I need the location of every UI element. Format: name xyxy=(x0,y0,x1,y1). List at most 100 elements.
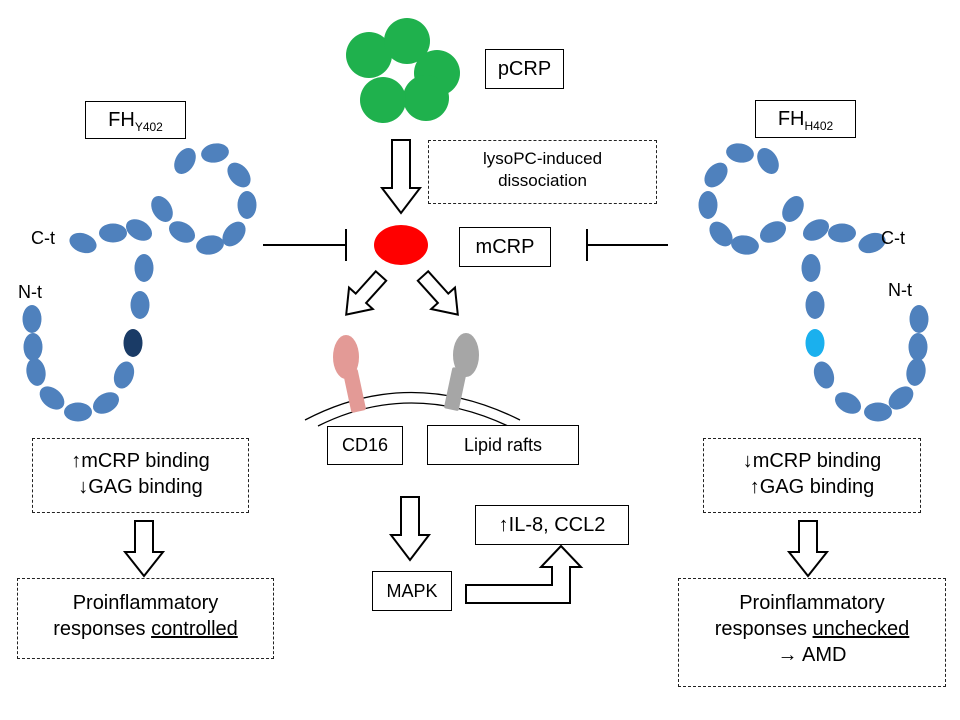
fh-y402-domain xyxy=(22,305,42,333)
right-outcome-line1: Proinflammatory xyxy=(739,592,885,614)
fh-y402-molecule xyxy=(22,143,257,422)
mcrp-monomer xyxy=(374,225,428,265)
fh-h402-domain xyxy=(731,235,759,255)
arrow-to-mapk xyxy=(388,496,432,562)
cd16-receptor xyxy=(333,335,366,413)
pcrp-subunit xyxy=(346,32,392,78)
right-outcome-prefix: responses xyxy=(714,618,813,640)
arrow-pcrp-to-mcrp xyxy=(379,139,423,215)
fh-y402-domain xyxy=(196,235,224,255)
pcrp-subunit xyxy=(403,75,449,121)
fh-h402-label-box: FHH402 xyxy=(755,100,856,138)
fh-h402-domain xyxy=(726,143,754,163)
left-outcome-line2: responses controlled xyxy=(18,616,273,642)
fh-y402-domain xyxy=(237,191,257,219)
fh-y402-subscript: Y402 xyxy=(134,120,163,134)
fh-y402-domain xyxy=(168,221,196,243)
fh-h402-domain xyxy=(908,333,928,361)
fh-h402-domain xyxy=(782,195,804,223)
fh-y402-domain xyxy=(227,162,251,188)
fh-y402-domain xyxy=(174,147,196,175)
left-binding-box: ↑mCRP binding ↓GAG binding xyxy=(32,438,249,513)
cd16-box: CD16 xyxy=(327,426,403,465)
arrow-right-outcome xyxy=(786,520,830,578)
dissociation-line2: dissociation xyxy=(498,171,587,191)
arrow-mapk-to-cytokines xyxy=(465,544,584,604)
lipid-rafts-label: Lipid rafts xyxy=(463,435,543,455)
fh-h402-domain xyxy=(698,191,718,219)
fh-h402-domain xyxy=(801,254,821,282)
left-c-terminus-label: C-t xyxy=(31,228,55,248)
fh-h402-domain xyxy=(834,392,862,414)
pcrp-pentamer xyxy=(346,18,460,123)
left-binding-line2: ↓GAG binding xyxy=(78,476,203,498)
pcrp-label-box: pCRP xyxy=(485,49,564,89)
right-outcome-line2: responses unchecked xyxy=(679,616,945,642)
fh-h402-domain xyxy=(759,221,787,243)
mcrp-label-box: mCRP xyxy=(459,227,551,267)
fh-y402-domain xyxy=(23,333,43,361)
fh-h402-domain xyxy=(906,358,926,386)
lipid-rafts-box: Lipid rafts xyxy=(427,425,579,465)
lipid-raft-receptor xyxy=(444,333,479,411)
right-c-terminus-label: C-t xyxy=(881,228,905,248)
mapk-label: MAPK xyxy=(386,581,438,601)
fh-h402-domain xyxy=(704,162,728,188)
fh-h402-domain xyxy=(909,305,929,333)
fh-y402-domain xyxy=(99,223,127,243)
cd16-label: CD16 xyxy=(341,435,389,455)
fh-y402-domain xyxy=(26,358,46,386)
left-binding-line1: ↑mCRP binding xyxy=(71,450,210,472)
right-binding-line1: ↓mCRP binding xyxy=(742,450,882,472)
fh-y402-domain xyxy=(151,195,173,223)
fh-h402-domain xyxy=(802,219,830,241)
fh-h402-domain xyxy=(709,221,733,247)
fh-h402-domain xyxy=(858,232,886,254)
left-n-terminus-label: N-t xyxy=(18,282,42,302)
fh-h402-domain xyxy=(864,402,892,422)
fh-h402-molecule xyxy=(698,143,929,422)
dissociation-line1: lysoPC-induced xyxy=(482,149,603,168)
fh-h402-subscript: H402 xyxy=(804,119,834,133)
fh-y402-domain xyxy=(125,219,153,241)
arrow-left-outcome xyxy=(122,520,166,578)
cytokines-box: ↑IL-8, CCL2 xyxy=(475,505,629,545)
right-outcome-box: Proinflammatory responses unchecked → AM… xyxy=(678,578,946,687)
fh-h402-domain xyxy=(888,386,914,410)
arrow-mcrp-to-cd16 xyxy=(345,269,388,316)
cytokines-label: ↑IL-8, CCL2 xyxy=(498,514,606,536)
fh-y402-domain xyxy=(222,221,246,247)
fh-y402-label-box: FHY402 xyxy=(85,101,186,139)
membrane-outer xyxy=(304,391,521,421)
fh-h402-domain xyxy=(813,361,835,389)
inhibition-right xyxy=(586,229,668,261)
left-outcome-box: Proinflammatory responses controlled xyxy=(17,578,274,659)
inhibition-left xyxy=(263,229,347,261)
fh-y402-domain xyxy=(113,361,135,389)
mcrp-label: mCRP xyxy=(475,236,535,258)
fh-y402-domain xyxy=(39,386,65,410)
arrow-mcrp-to-rafts xyxy=(416,269,459,316)
fh-y402-name: FH xyxy=(108,109,135,131)
fh-y402-domain xyxy=(92,392,120,414)
fh-h402-name: FH xyxy=(777,108,805,130)
mapk-box: MAPK xyxy=(372,571,452,611)
fh-y402-domain xyxy=(69,232,97,254)
fh-h402-domain xyxy=(828,223,856,243)
pcrp-subunit xyxy=(384,18,430,64)
right-outcome-emphasis: unchecked xyxy=(812,618,910,640)
fh-h402-domain xyxy=(757,147,779,175)
membrane-inner xyxy=(317,402,509,427)
pcrp-subunit xyxy=(360,77,406,123)
right-n-terminus-label: N-t xyxy=(888,280,912,300)
left-outcome-emphasis: controlled xyxy=(151,618,238,640)
right-binding-line2: ↑GAG binding xyxy=(749,476,875,498)
fh-h402-domain xyxy=(805,329,825,357)
fh-y402-domain xyxy=(64,402,92,422)
fh-h402-domain xyxy=(805,291,825,319)
fh-y402-domain xyxy=(201,143,229,163)
fh-y402-domain xyxy=(134,254,154,282)
right-outcome-line3: → AMD xyxy=(777,644,847,666)
pcrp-label: pCRP xyxy=(497,58,552,80)
